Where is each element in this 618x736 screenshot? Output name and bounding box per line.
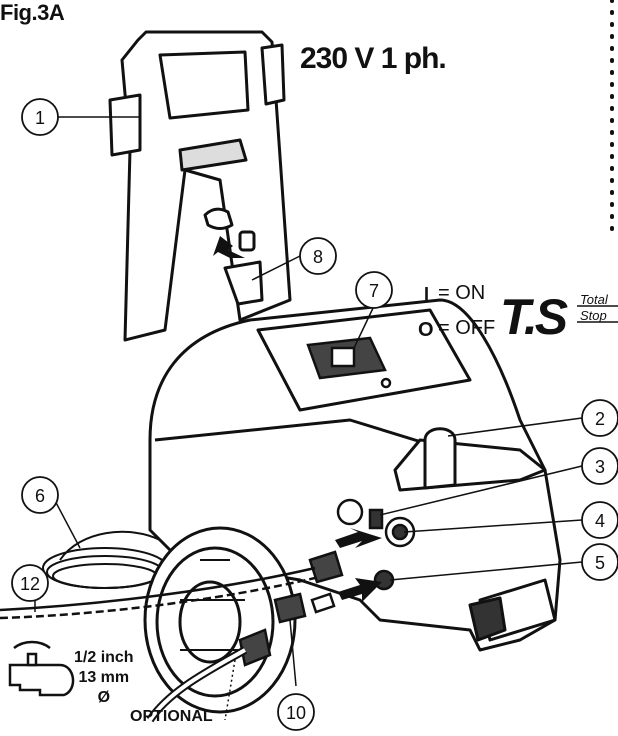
switch-symbols: I O (418, 284, 434, 341)
off-legend-text: = OFF (438, 317, 496, 339)
hoses (0, 566, 316, 723)
callout-8: 8 (299, 237, 337, 275)
callout-4: 4 (581, 501, 618, 539)
tap-spec: 1/2 inch 13 mm Ø (74, 649, 134, 706)
callout-5-number: 5 (595, 553, 605, 573)
fittings (336, 498, 416, 591)
callout-2-number: 2 (595, 409, 605, 429)
direction-arrows (213, 236, 382, 602)
ts-logo: T.S (500, 289, 618, 345)
brand-word-stop: Stop (580, 308, 607, 323)
optional-label: OPTIONAL (130, 708, 213, 725)
callout-2: 2 (581, 399, 618, 437)
callout-8-number: 8 (313, 247, 323, 267)
off-symbol: O (418, 319, 434, 341)
callout-1-number: 1 (35, 108, 45, 128)
handle-frame (108, 30, 292, 342)
callout-7-number: 7 (369, 281, 379, 301)
lance-holder-knob (423, 427, 457, 490)
hose-connectors (238, 550, 344, 667)
callout-12: 12 (11, 564, 49, 602)
callout-5: 5 (581, 543, 618, 581)
callout-4-number: 4 (595, 511, 605, 531)
callout-12-number: 12 (20, 574, 40, 594)
callout-6: 6 (21, 476, 59, 514)
water-tap (8, 640, 75, 697)
hose-coil (42, 530, 168, 589)
callout-1: 1 (21, 98, 59, 136)
callout-10-number: 10 (286, 703, 306, 723)
brand-word-total: Total (580, 292, 608, 307)
ts-logo-text: T.S (500, 289, 568, 345)
on-symbol: I (424, 284, 429, 304)
on-legend-text: = ON (438, 282, 486, 304)
on-off-switch (306, 336, 392, 389)
callout-3: 3 (581, 447, 618, 485)
callout-6-number: 6 (35, 486, 45, 506)
figure-label: Fig.3A (0, 0, 65, 25)
callout-10: 10 (277, 693, 315, 731)
power-spec: 230 V 1 ph. (300, 42, 447, 75)
callout-7: 7 (355, 271, 393, 309)
wheel (143, 526, 297, 714)
callout-3-number: 3 (595, 457, 605, 477)
leader-lines (34, 116, 583, 687)
callouts: 1 2 3 4 5 6 7 8 (11, 98, 618, 731)
